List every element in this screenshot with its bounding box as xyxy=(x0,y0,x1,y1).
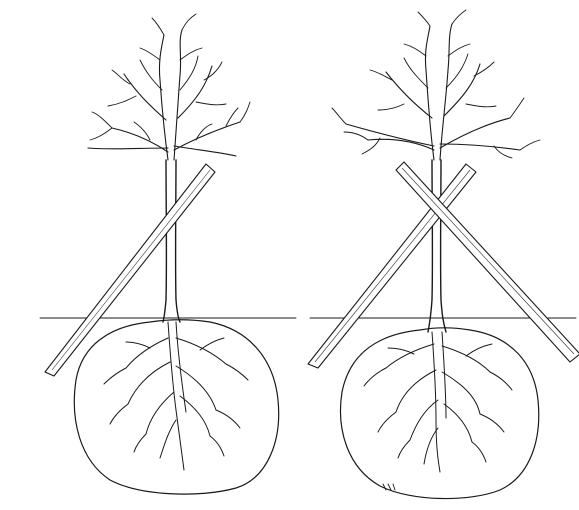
trunk-left xyxy=(163,160,166,322)
canopy-right xyxy=(332,10,540,160)
roots-left xyxy=(104,322,248,470)
single-stake-tree-panel xyxy=(40,14,296,494)
trunk-left-edge xyxy=(176,160,180,322)
trunk-right-edge xyxy=(441,160,446,332)
stake-right-b xyxy=(396,162,579,362)
stake-right-a xyxy=(308,164,476,368)
artist-mark xyxy=(383,484,395,490)
root-ball-left xyxy=(74,320,278,494)
canopy-left xyxy=(88,14,250,160)
root-ball-right xyxy=(341,328,539,499)
stake-left xyxy=(45,164,215,376)
roots-right xyxy=(364,332,512,472)
trunk-right xyxy=(428,160,432,332)
double-stake-tree-panel xyxy=(308,10,579,499)
